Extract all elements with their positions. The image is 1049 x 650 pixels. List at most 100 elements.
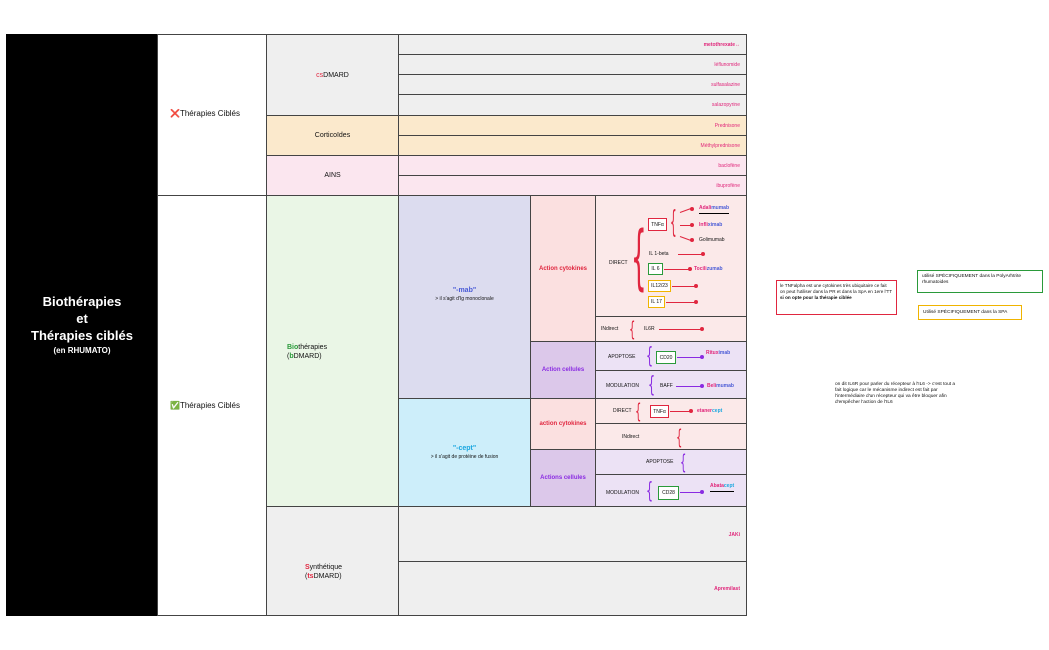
arrow-dot: [700, 490, 704, 494]
cross-mark-icon: ❌: [170, 109, 180, 118]
tsdmard-paren-label: DMARD): [313, 573, 342, 580]
drug-part-pink: etaner: [697, 408, 713, 414]
drug-row: Méthylprednisone: [398, 135, 747, 156]
direct-cytokines-detail: DIRECT { TNFα { Adalimumab Infliximab Go…: [595, 195, 747, 317]
action-cytokines-cept-cell: action cytokines: [530, 398, 596, 450]
drug-part-blue: imab: [718, 350, 731, 356]
apoptose-mab-detail: APOPTOSE { CD20 Rituximab: [595, 341, 747, 371]
brace-icon: {: [676, 425, 683, 449]
drug-row: salazopyrine: [398, 94, 747, 116]
il6-target-box: IL 6: [648, 263, 663, 275]
bdmard-paren-prefix: b: [289, 353, 294, 360]
targeted-section: ✅Thérapies Ciblés: [157, 195, 267, 616]
arrow-line: [670, 411, 690, 412]
arrow-dot: [701, 252, 705, 256]
csdmard-label: DMARD: [323, 71, 349, 79]
il17-target-label: IL 17: [651, 299, 662, 305]
direct-cept-detail: DIRECT { TNFα etanercept: [595, 398, 747, 424]
mab-cell: "-mab" > il s'agit d'Ig monoclonale: [398, 195, 531, 399]
cd20-target-box: CD20: [656, 351, 676, 364]
brace-icon: {: [635, 399, 642, 423]
brace-icon: {: [646, 344, 653, 369]
brace-icon: {: [648, 373, 655, 398]
tocilizumab-label: Tocilizumab: [694, 266, 723, 272]
note-il6: on dit IL6R pour parler du récepteur à l…: [835, 382, 960, 406]
direct-label: DIRECT: [609, 260, 628, 266]
corticoides-cell: Corticoïdes: [266, 115, 399, 156]
modulation-cept-detail: MODULATION { CD28 Abatacept: [595, 474, 747, 507]
drug-part-pink: Beli: [707, 383, 717, 389]
small-brace-icon: {: [670, 205, 677, 240]
arrow-dot: [690, 238, 694, 242]
arrow-dot: [700, 384, 704, 388]
indirect-label: INdirect: [601, 326, 619, 332]
drug-part-cyan: cept: [723, 483, 735, 489]
il6r-target-label: IL6R: [644, 326, 655, 332]
actions-cellules-cept-label: Actions cellules: [540, 475, 586, 481]
bdmard-prefix: Bio: [287, 344, 299, 351]
drug-row: metothrexate↔: [398, 34, 747, 55]
adalimumab-label: Adalimumab: [699, 205, 730, 214]
tsdmard-prefix: S: [305, 564, 310, 571]
note-tnf-text: le TNFalpha est une cytokines très ubiqu…: [780, 283, 892, 294]
baff-target-label: BAFF: [660, 383, 673, 389]
arrow-line: [664, 269, 689, 270]
mab-desc: > il s'agit d'Ig monoclonale: [435, 296, 494, 302]
il6-target-label: IL 6: [651, 266, 660, 272]
cd28-target-box: CD28: [658, 486, 679, 500]
csdmard-prefix: cs: [316, 71, 324, 79]
drug-row: JAKi: [398, 506, 747, 562]
note-green: utilisé SPÉCIFIQUEMENT dans la PolyArhtr…: [917, 270, 1043, 293]
direct-label: DIRECT: [613, 408, 632, 414]
check-mark-icon: ✅: [170, 401, 180, 410]
arrow-dot: [694, 284, 698, 288]
rituximab-label: Rituximab: [706, 350, 730, 356]
brace-icon: {: [629, 317, 636, 341]
indirect-cept-detail: INdirect {: [595, 423, 747, 450]
il12-target-box: IL12/23: [648, 280, 671, 292]
actions-cellules-cept-cell: Actions cellules: [530, 449, 596, 507]
infliximab-label: Infliximab: [699, 222, 722, 228]
apoptose-label: APOPTOSE: [608, 354, 636, 360]
tnf-target-label: TNFα: [653, 408, 666, 415]
tnf-target-label: TNFα: [651, 221, 664, 228]
apoptose-cept-detail: APOPTOSE {: [595, 449, 747, 475]
belimumab-label: Belimumab: [707, 383, 734, 389]
drug-part-cyan: cept: [712, 408, 723, 414]
brace-icon: {: [631, 216, 647, 298]
cd28-target-label: CD28: [662, 490, 675, 496]
drug-apremilast: Apremilast: [714, 586, 740, 592]
drug-part-blue: zumab: [706, 266, 723, 272]
bdmard-paren: (: [287, 353, 290, 360]
non-targeted-label: Thérapies Ciblés: [179, 109, 240, 118]
indirect-cytokines-detail: INdirect { IL6R: [595, 316, 747, 342]
drug-methylprednisone: Méthylprednisone: [700, 143, 740, 149]
arrow-line: [672, 286, 695, 287]
drug-row: léflunomide: [398, 54, 747, 75]
arrow-dot: [688, 267, 692, 271]
note-green-text: utilisé SPÉCIFIQUEMENT dans la PolyArhtr…: [922, 274, 1022, 285]
cept-title: "-cept": [452, 445, 477, 452]
mab-title: "-mab": [452, 287, 477, 294]
tnf-target-box: TNFα: [650, 405, 669, 418]
drug-row: baclofène: [398, 155, 747, 176]
drug-part-pink: Infli: [699, 222, 708, 228]
tsdmard-paren: (: [305, 573, 308, 580]
tsdmard-paren-prefix: ts: [307, 573, 314, 580]
drug-jaki: JAKi: [728, 532, 740, 538]
arrow-line: [677, 357, 701, 358]
drug-row: Prednisone: [398, 115, 747, 136]
note-tnf: le TNFalpha est une cytokines très ubiqu…: [776, 280, 897, 315]
arrow-line: [676, 386, 701, 387]
arrow-dot: [700, 355, 704, 359]
etanercept-label: etanercept: [697, 408, 722, 414]
drug-baclofene: baclofène: [718, 163, 740, 169]
arrow-line: [659, 329, 701, 330]
tsdmard-cell: Synthétique (tsDMARD): [266, 506, 399, 616]
drug-part-pink: Tocili: [694, 266, 707, 272]
arrow-dot: [690, 207, 694, 211]
il12-target-label: IL12/23: [651, 283, 668, 289]
cd20-target-label: CD20: [659, 354, 673, 361]
arrow-dot: [694, 300, 698, 304]
